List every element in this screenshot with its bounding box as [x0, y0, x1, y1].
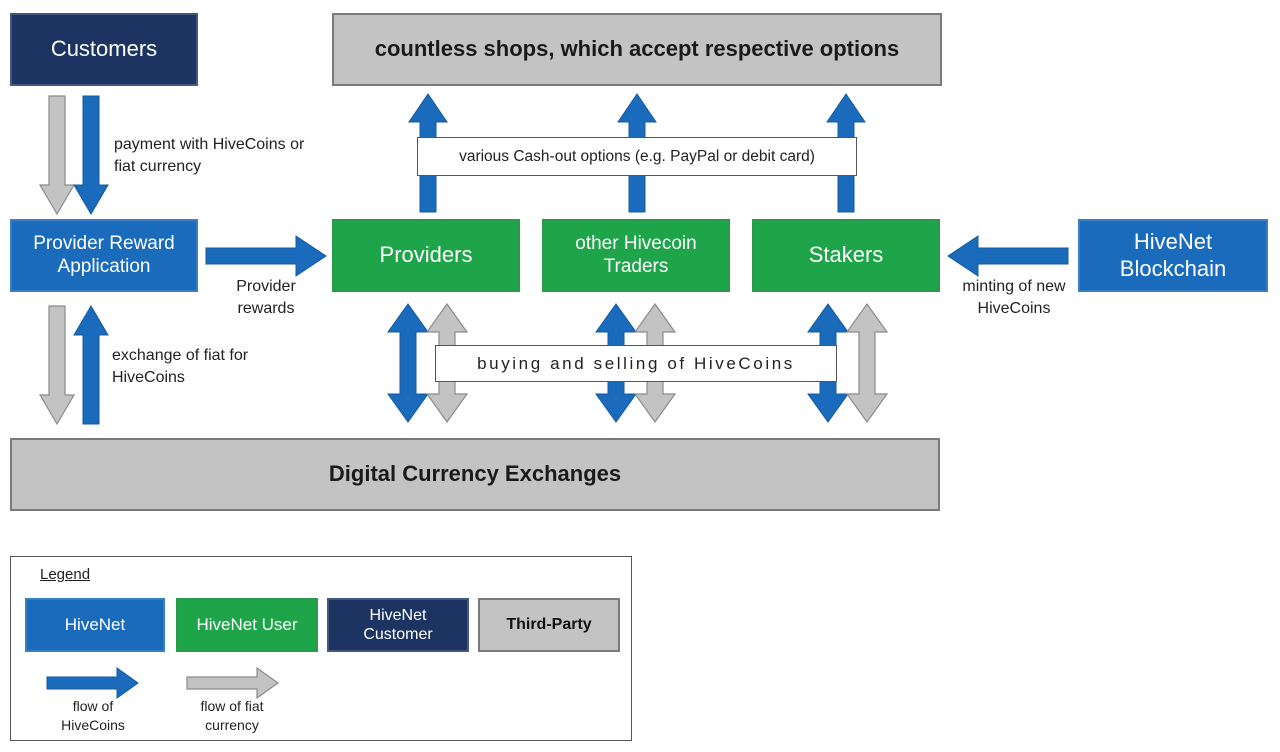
stakers-label: Stakers	[808, 242, 884, 268]
legend-title: Legend	[40, 566, 91, 583]
traders-node: other Hivecoin Traders	[542, 219, 730, 292]
legend-hivecoin-arrow	[46, 667, 139, 699]
provider-reward-application-label: Provider Reward Application	[33, 232, 175, 277]
customers-node: Customers	[10, 13, 198, 86]
legend-user: HiveNet User	[176, 598, 318, 652]
minting-arrow	[947, 235, 1069, 277]
providers-node: Providers	[332, 219, 520, 292]
stakers-node: Stakers	[752, 219, 940, 292]
traders-label: other Hivecoin Traders	[575, 232, 697, 277]
buy-sell-label: buying and selling of HiveCoins	[477, 353, 795, 373]
legend-hivenet: HiveNet	[25, 598, 165, 652]
cashout-label: various Cash-out options (e.g. PayPal or…	[459, 147, 815, 165]
hivecoin-up-arrow-exchange	[73, 305, 109, 425]
legend-third-party: Third-Party	[478, 598, 620, 652]
hivenet-blockchain-node: HiveNet Blockchain	[1078, 219, 1268, 292]
legend-flow-hivecoins-label: flow of HiveCoins	[61, 698, 125, 733]
provider-rewards-label: Provider rewards	[236, 278, 296, 318]
customers-label: Customers	[50, 36, 158, 62]
shops-node: countless shops, which accept respective…	[332, 13, 942, 86]
legend-user-label: HiveNet User	[196, 614, 298, 634]
legend-frame	[10, 556, 632, 741]
minting-label: minting of new HiveCoins	[962, 278, 1066, 318]
legend-flow-fiat-label: flow of fiat currency	[200, 698, 264, 733]
hivenet-blockchain-label: HiveNet Blockchain	[1119, 229, 1227, 281]
buy-sell-label-box: buying and selling of HiveCoins	[435, 345, 837, 382]
legend-fiat-arrow	[186, 666, 280, 700]
buysell-hivecoin-arrow-providers	[387, 303, 429, 423]
legend-third-party-label: Third-Party	[506, 616, 592, 634]
buysell-fiat-arrow-stakers	[845, 302, 889, 424]
cashout-label-box: various Cash-out options (e.g. PayPal or…	[417, 137, 857, 176]
hivecoin-down-arrow-customers	[73, 95, 109, 215]
providers-label: Providers	[379, 242, 473, 268]
exchanges-label: Digital Currency Exchanges	[328, 461, 622, 487]
shops-label: countless shops, which accept respective…	[374, 36, 900, 62]
exchange-label: exchange of fiat for HiveCoins	[112, 347, 249, 387]
provider-reward-application-node: Provider Reward Application	[10, 219, 198, 292]
fiat-down-arrow-customers	[38, 95, 76, 216]
legend-hivenet-label: HiveNet	[64, 614, 126, 634]
payment-label: payment with HiveCoins or fiat currency	[114, 136, 305, 176]
legend-customer: HiveNet Customer	[327, 598, 469, 652]
fiat-down-arrow-exchange	[38, 305, 76, 426]
legend-customer-label: HiveNet Customer	[363, 606, 433, 643]
provider-rewards-arrow	[205, 235, 327, 277]
exchanges-node: Digital Currency Exchanges	[10, 438, 940, 511]
